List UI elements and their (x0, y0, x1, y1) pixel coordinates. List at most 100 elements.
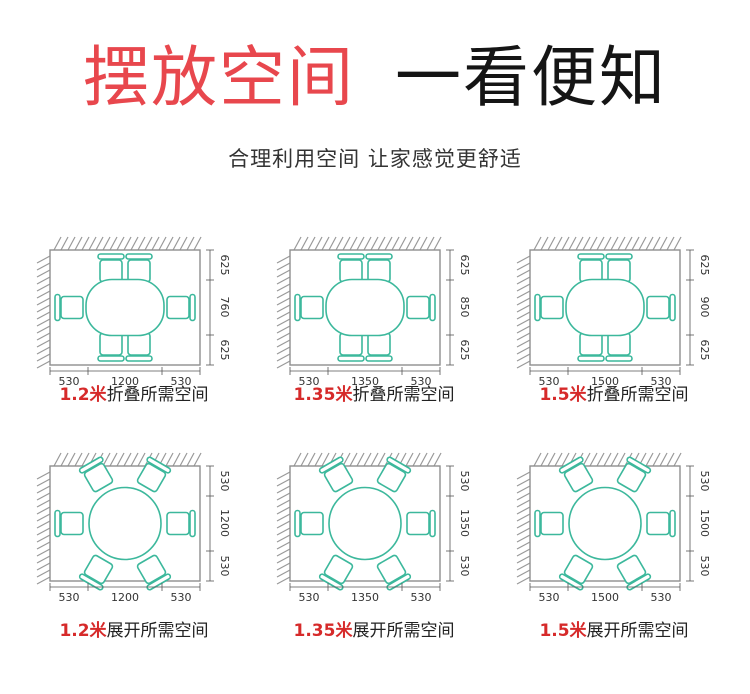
caption-size: 1.5米 (539, 385, 587, 405)
chair-back (97, 253, 125, 260)
chair (406, 509, 436, 538)
side-dim-label: 1350 (458, 509, 471, 537)
chair-back (337, 355, 365, 362)
dining-set (294, 253, 436, 362)
bottom-dimension (289, 367, 441, 375)
side-dim-label: 625 (458, 340, 471, 361)
side-dim-label: 1200 (218, 509, 231, 537)
chair-back (78, 456, 104, 474)
caption-size: 1.5米 (539, 621, 587, 641)
chair (406, 293, 436, 322)
dining-set (534, 253, 676, 362)
chair (646, 293, 676, 322)
chair-back (125, 253, 153, 260)
chair (558, 456, 594, 493)
chair (97, 332, 125, 362)
chair (294, 509, 324, 538)
bottom-dim-label: 530 (171, 591, 192, 604)
chair-back (534, 509, 541, 538)
bottom-dim-label: 530 (539, 375, 560, 388)
caption-label: 展开所需空间 (352, 621, 455, 641)
room-outline (529, 465, 681, 582)
chair-seat (136, 554, 167, 585)
side-dim-label: 530 (458, 471, 471, 492)
bottom-dimension (49, 583, 201, 591)
chair (616, 554, 652, 591)
chair-back (669, 509, 676, 538)
caption-folded-1-35: 1.35米折叠所需空间 (274, 380, 474, 405)
bottom-dim-label: 1200 (111, 375, 139, 388)
caption-label: 展开所需空间 (106, 621, 209, 641)
side-dim-label: 530 (458, 556, 471, 577)
chair (125, 332, 153, 362)
chair-back (337, 253, 365, 260)
dining-set (54, 456, 196, 591)
chair-seat (323, 554, 354, 585)
chair (365, 332, 393, 362)
chair (534, 509, 564, 538)
chair-back (626, 573, 652, 591)
bottom-dimension (289, 583, 441, 591)
chair (294, 293, 324, 322)
chair-back (97, 355, 125, 362)
side-dim-label: 530 (218, 556, 231, 577)
side-dimension (686, 249, 694, 366)
chair-back (365, 355, 393, 362)
chair-back (558, 456, 584, 474)
chair-back (78, 573, 104, 591)
side-dimension (446, 465, 454, 582)
room-outline (289, 465, 441, 582)
caption-label: 折叠所需空间 (352, 385, 455, 405)
bottom-dim-label: 1500 (591, 375, 619, 388)
wall-hatching (36, 452, 202, 585)
chair (605, 332, 633, 362)
chair-seat (166, 295, 190, 320)
chair-back (294, 509, 301, 538)
wall-hatching (516, 452, 682, 585)
table-round (328, 486, 402, 561)
caption-unfolded-1-5: 1.5米展开所需空间 (514, 616, 714, 641)
side-dim-label: 625 (218, 340, 231, 361)
chair-back (626, 456, 652, 474)
chair-seat (83, 554, 114, 585)
caption-folded-1-2: 1.2米折叠所需空间 (34, 380, 234, 405)
side-dimension (206, 249, 214, 366)
table-oval (325, 278, 405, 337)
caption-unfolded-1-2: 1.2米展开所需空间 (34, 616, 234, 641)
caption-unfolded-1-35: 1.35米展开所需空间 (274, 616, 474, 641)
chair-back (577, 355, 605, 362)
chair-seat (60, 295, 84, 320)
bottom-dim-label: 530 (59, 375, 80, 388)
chair-back (534, 293, 541, 322)
chair-back (386, 573, 412, 591)
chair (54, 509, 84, 538)
side-dim-label: 530 (698, 471, 711, 492)
chair (577, 332, 605, 362)
bottom-dim-label: 530 (651, 591, 672, 604)
bottom-dim-label: 530 (411, 375, 432, 388)
chair-seat (646, 295, 670, 320)
chair-back (605, 253, 633, 260)
chair-back (577, 253, 605, 260)
bottom-dim-label: 530 (539, 591, 560, 604)
chair-seat (406, 511, 430, 536)
side-dim-label: 530 (218, 471, 231, 492)
side-dim-label: 625 (458, 255, 471, 276)
chair-seat (563, 554, 594, 585)
wall-hatching (36, 236, 202, 369)
chair (646, 509, 676, 538)
bottom-dim-label: 530 (299, 375, 320, 388)
chair-back (54, 293, 61, 322)
side-dim-label: 625 (698, 255, 711, 276)
dining-set (534, 456, 676, 591)
table-round (568, 486, 642, 561)
chair-back (605, 355, 633, 362)
chair-seat (60, 511, 84, 536)
bottom-dim-label: 530 (59, 591, 80, 604)
